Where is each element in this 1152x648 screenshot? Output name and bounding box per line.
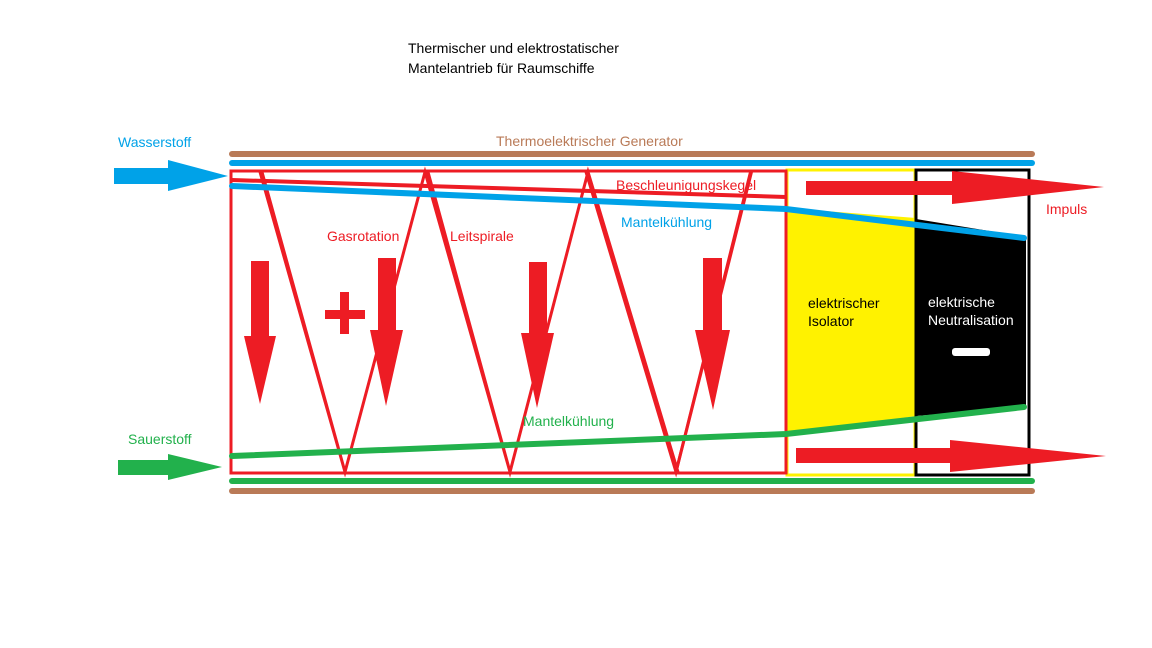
- minus-sign-icon: [952, 348, 990, 356]
- guide-spiral: [258, 166, 753, 478]
- oxygen-inlet-arrow: [118, 454, 222, 480]
- isolator-label: elektrischer Isolator: [808, 294, 908, 330]
- gas-flow-arrow-3: [521, 262, 554, 408]
- gas-rotation-label: Gasrotation: [327, 228, 400, 244]
- neutralisation-label-line-1: elektrische: [928, 294, 995, 310]
- combustion-chamber: [229, 169, 788, 475]
- gas-flow-arrow-1: [244, 261, 276, 404]
- isolator-block: [786, 208, 916, 436]
- guide-spiral-label: Leitspirale: [450, 228, 514, 244]
- jacket-cooling-blue: [229, 183, 1027, 241]
- hydrogen-inlet-arrow: [114, 160, 228, 191]
- neutralisation-label: elektrische Neutralisation: [928, 293, 1028, 329]
- jacket-cooling-green: [229, 404, 1027, 459]
- jacket-cooling-bottom-label: Mantelkühlung: [523, 413, 615, 429]
- title-line-2: Mantelantrieb für Raumschiffe: [408, 60, 595, 76]
- isolator-label-line-2: Isolator: [808, 313, 854, 329]
- neutralisation-label-line-2: Neutralisation: [928, 312, 1014, 328]
- diagram-title: Thermischer und elektrostatischer Mantel…: [408, 38, 619, 78]
- title-line-1: Thermischer und elektrostatischer: [408, 40, 619, 56]
- impulse-arrow-bottom: [796, 440, 1106, 472]
- hydrogen-label: Wasserstoff: [118, 134, 192, 150]
- neutralisation-block: [916, 219, 1026, 416]
- jacket-cooling-top-label: Mantelkühlung: [621, 214, 713, 230]
- impulse-arrow-top: [806, 171, 1104, 204]
- isolator-label-line-1: elektrischer: [808, 295, 880, 311]
- acceleration-cone-label: Beschleunigungskegel: [616, 177, 757, 193]
- plus-sign-icon: [325, 292, 365, 334]
- impulse-label: Impuls: [1046, 201, 1088, 217]
- gas-flow-arrow-4: [695, 258, 730, 410]
- acceleration-cone-top: [231, 178, 787, 199]
- gas-flow-arrow-2: [370, 258, 403, 406]
- oxygen-label: Sauerstoff: [128, 431, 192, 447]
- generator-label: Thermoelektrischer Generator: [496, 133, 683, 149]
- neutralisation-frame: [914, 168, 1031, 477]
